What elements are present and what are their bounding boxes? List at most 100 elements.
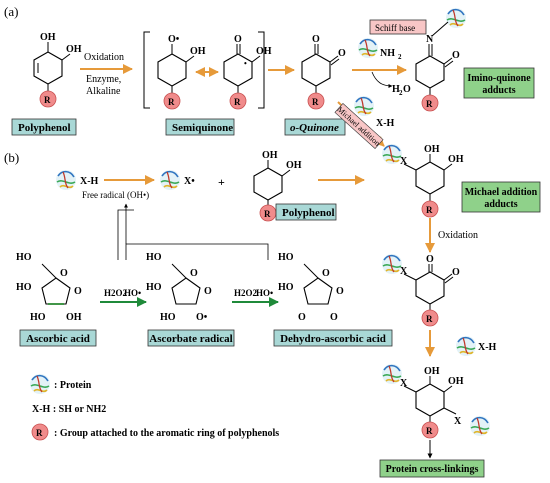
svg-text:O: O — [426, 254, 434, 265]
protein-blob-icon — [455, 335, 477, 357]
svg-text:X-H: X-H — [80, 176, 99, 187]
h2o2-text-2: H2O2 — [234, 288, 258, 298]
ascorbic-acid-box — [19, 329, 97, 347]
protein-blob-icon — [55, 169, 77, 191]
protein-blob-icon — [29, 373, 51, 395]
svg-text:R: R — [426, 205, 433, 215]
svg-text:X: X — [400, 156, 408, 167]
svg-text:R: R — [36, 428, 43, 438]
free-radical-text: Free radical (OH•) — [82, 190, 149, 200]
schiff-base-text: Schiff base — [375, 23, 415, 33]
o-quinone-label-box — [284, 118, 346, 136]
polyphenol-label: Polyphenol — [18, 122, 71, 134]
svg-text:O: O — [338, 48, 346, 59]
r-group-circle-icon — [39, 90, 57, 108]
svg-text:HO: HO — [30, 312, 46, 323]
schiff-base-box — [369, 19, 427, 35]
legend-protein: : Protein — [54, 380, 92, 391]
svg-text:R: R — [426, 314, 433, 324]
protein-blob-icon — [357, 37, 379, 59]
svg-text:O: O — [322, 268, 330, 279]
protein-blob-icon — [381, 363, 403, 385]
svg-text:O: O — [204, 286, 212, 297]
h2o2-text-1: H2O2 — [104, 288, 128, 298]
polyphenol-b-structure: OH OH R — [253, 150, 302, 222]
cross-links-label: Protein cross-linkings — [386, 464, 479, 475]
svg-text:O•: O• — [168, 34, 180, 45]
svg-text:NH: NH — [380, 48, 395, 59]
svg-text:X-H: X-H — [376, 118, 395, 129]
hoo-text-1: HO• — [124, 288, 141, 298]
svg-text:OH: OH — [40, 32, 56, 43]
cross-links-box — [379, 459, 485, 478]
legend-xh: X-H : SH or NH2 — [32, 404, 106, 415]
svg-text:O: O — [452, 50, 460, 61]
protein-blob-icon — [445, 7, 467, 29]
svg-text:HO: HO — [146, 252, 162, 263]
svg-text:OH: OH — [262, 150, 278, 161]
protein-blob-icon — [159, 169, 181, 191]
imino-quinone-structure: N O R — [415, 21, 460, 112]
polyphenol-label-box — [11, 118, 77, 136]
svg-text:O: O — [336, 286, 344, 297]
o-quinone-label: o-Quinone — [290, 122, 339, 134]
semiquinone-structure-2: O OH • R — [223, 34, 272, 110]
svg-text:X: X — [400, 378, 408, 389]
svg-text:H: H — [392, 84, 400, 95]
michael-adduct-structure: OH OH X R — [400, 144, 464, 218]
svg-text:OH: OH — [286, 160, 302, 171]
panel-label-a: (a) — [4, 4, 18, 19]
svg-text:•: • — [244, 59, 247, 68]
semiquinone-structure-1: O• OH R — [157, 34, 206, 110]
svg-text:O: O — [190, 268, 198, 279]
hoo-text-2: HO• — [256, 288, 273, 298]
svg-text:R: R — [44, 95, 51, 105]
svg-text:OH: OH — [424, 144, 440, 155]
svg-text:OH: OH — [448, 154, 464, 165]
svg-text:O: O — [234, 34, 242, 45]
svg-text:OH: OH — [448, 376, 464, 387]
svg-text:R: R — [168, 97, 175, 107]
protein-blob-icon — [469, 415, 491, 437]
quinone-adduct-structure: O O X R — [400, 254, 460, 327]
polyphenol-structure: OH OH R — [33, 32, 82, 108]
michael-addition-box — [334, 103, 384, 149]
svg-text:HO: HO — [278, 282, 294, 293]
michael-adducts-box — [461, 181, 541, 213]
svg-text:O•: O• — [196, 312, 208, 323]
crosslink-structure: OH OH X X R — [400, 366, 464, 439]
ascorbic-acid-structure: HO HO HO OH O O — [16, 252, 82, 323]
ascorbate-radical-structure: HO HO HO O• O O — [146, 252, 212, 323]
o-quinone-structure: O O R — [301, 34, 346, 110]
svg-text:HO: HO — [160, 312, 176, 323]
svg-text:O: O — [60, 268, 68, 279]
protein-blob-icon — [381, 253, 403, 275]
oxidation-text: Oxidation — [84, 52, 124, 63]
panel-label-b: (b) — [4, 150, 19, 165]
svg-text:HO: HO — [16, 252, 32, 263]
svg-text:R: R — [234, 97, 241, 107]
ascorbate-radical-label: Ascorbate radical — [149, 333, 232, 345]
protein-blob-icon — [381, 143, 403, 165]
alkaline-text: Alkaline — [86, 86, 121, 97]
svg-text:R: R — [426, 99, 433, 109]
svg-text:O: O — [330, 312, 338, 323]
oxidation-b-text: Oxidation — [438, 230, 478, 241]
svg-text:2: 2 — [398, 53, 402, 61]
svg-text:OH: OH — [190, 46, 206, 57]
svg-text:X-H: X-H — [478, 342, 497, 353]
svg-text:OH: OH — [66, 44, 82, 55]
protein-blob-icon — [353, 95, 375, 117]
svg-text:O: O — [298, 312, 306, 323]
svg-text:O: O — [452, 267, 460, 278]
polyphenol-b-box — [275, 203, 337, 221]
polyphenol-b-label: Polyphenol — [282, 207, 335, 219]
svg-text:R: R — [426, 426, 433, 436]
semiquinone-label: Semiquinone — [172, 122, 233, 134]
dehydro-box — [273, 329, 393, 347]
svg-text:HO: HO — [146, 282, 162, 293]
svg-text:R: R — [312, 97, 319, 107]
dehydroascorbic-structure: HO HO O O O O — [278, 252, 344, 323]
